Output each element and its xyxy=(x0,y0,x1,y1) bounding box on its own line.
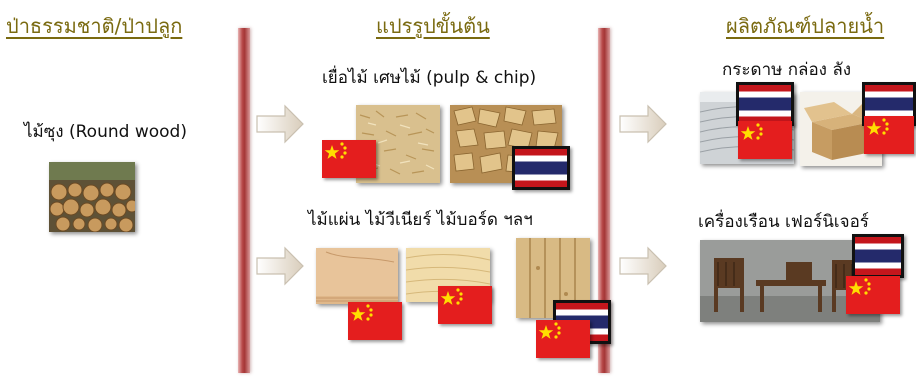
china-flag-icon xyxy=(864,116,914,154)
china-flag-icon xyxy=(846,276,900,314)
label-paper-box: กระดาษ กล่อง ลัง xyxy=(722,60,852,80)
china-flag-icon xyxy=(438,286,492,324)
thailand-flag-icon xyxy=(852,234,904,278)
right-arrow-icon xyxy=(256,104,304,144)
label-boards: ไม้แผ่น ไม้วีเนียร์ ไม้บอร์ด ฯลฯ xyxy=(308,210,533,230)
china-flag-icon xyxy=(348,302,402,340)
header-primary-processing: แปรรูปขั้นต้น xyxy=(376,14,490,38)
label-furniture: เครื่องเรือน เฟอร์นิเจอร์ xyxy=(698,212,869,232)
label-pulp-chip: เยื่อไม้ เศษไม้ (pulp & chip) xyxy=(322,68,537,88)
header-forest: ป่าธรรมชาติ/ป่าปลูก xyxy=(6,14,183,38)
column-divider-right xyxy=(598,28,610,373)
right-arrow-icon xyxy=(619,246,667,286)
thailand-flag-icon xyxy=(736,82,794,126)
plywood-photo xyxy=(316,248,398,304)
label-round-wood: ไม้ซุง (Round wood) xyxy=(24,122,187,142)
header-downstream-products: ผลิตภัณฑ์ปลายน้ำ xyxy=(726,14,885,38)
china-flag-icon xyxy=(322,140,376,178)
column-divider-left xyxy=(238,28,250,373)
round-wood-photo xyxy=(49,162,135,232)
thailand-flag-icon xyxy=(512,146,570,190)
right-arrow-icon xyxy=(256,246,304,286)
china-flag-icon xyxy=(536,320,590,358)
china-flag-icon xyxy=(738,121,792,159)
right-arrow-icon xyxy=(619,104,667,144)
